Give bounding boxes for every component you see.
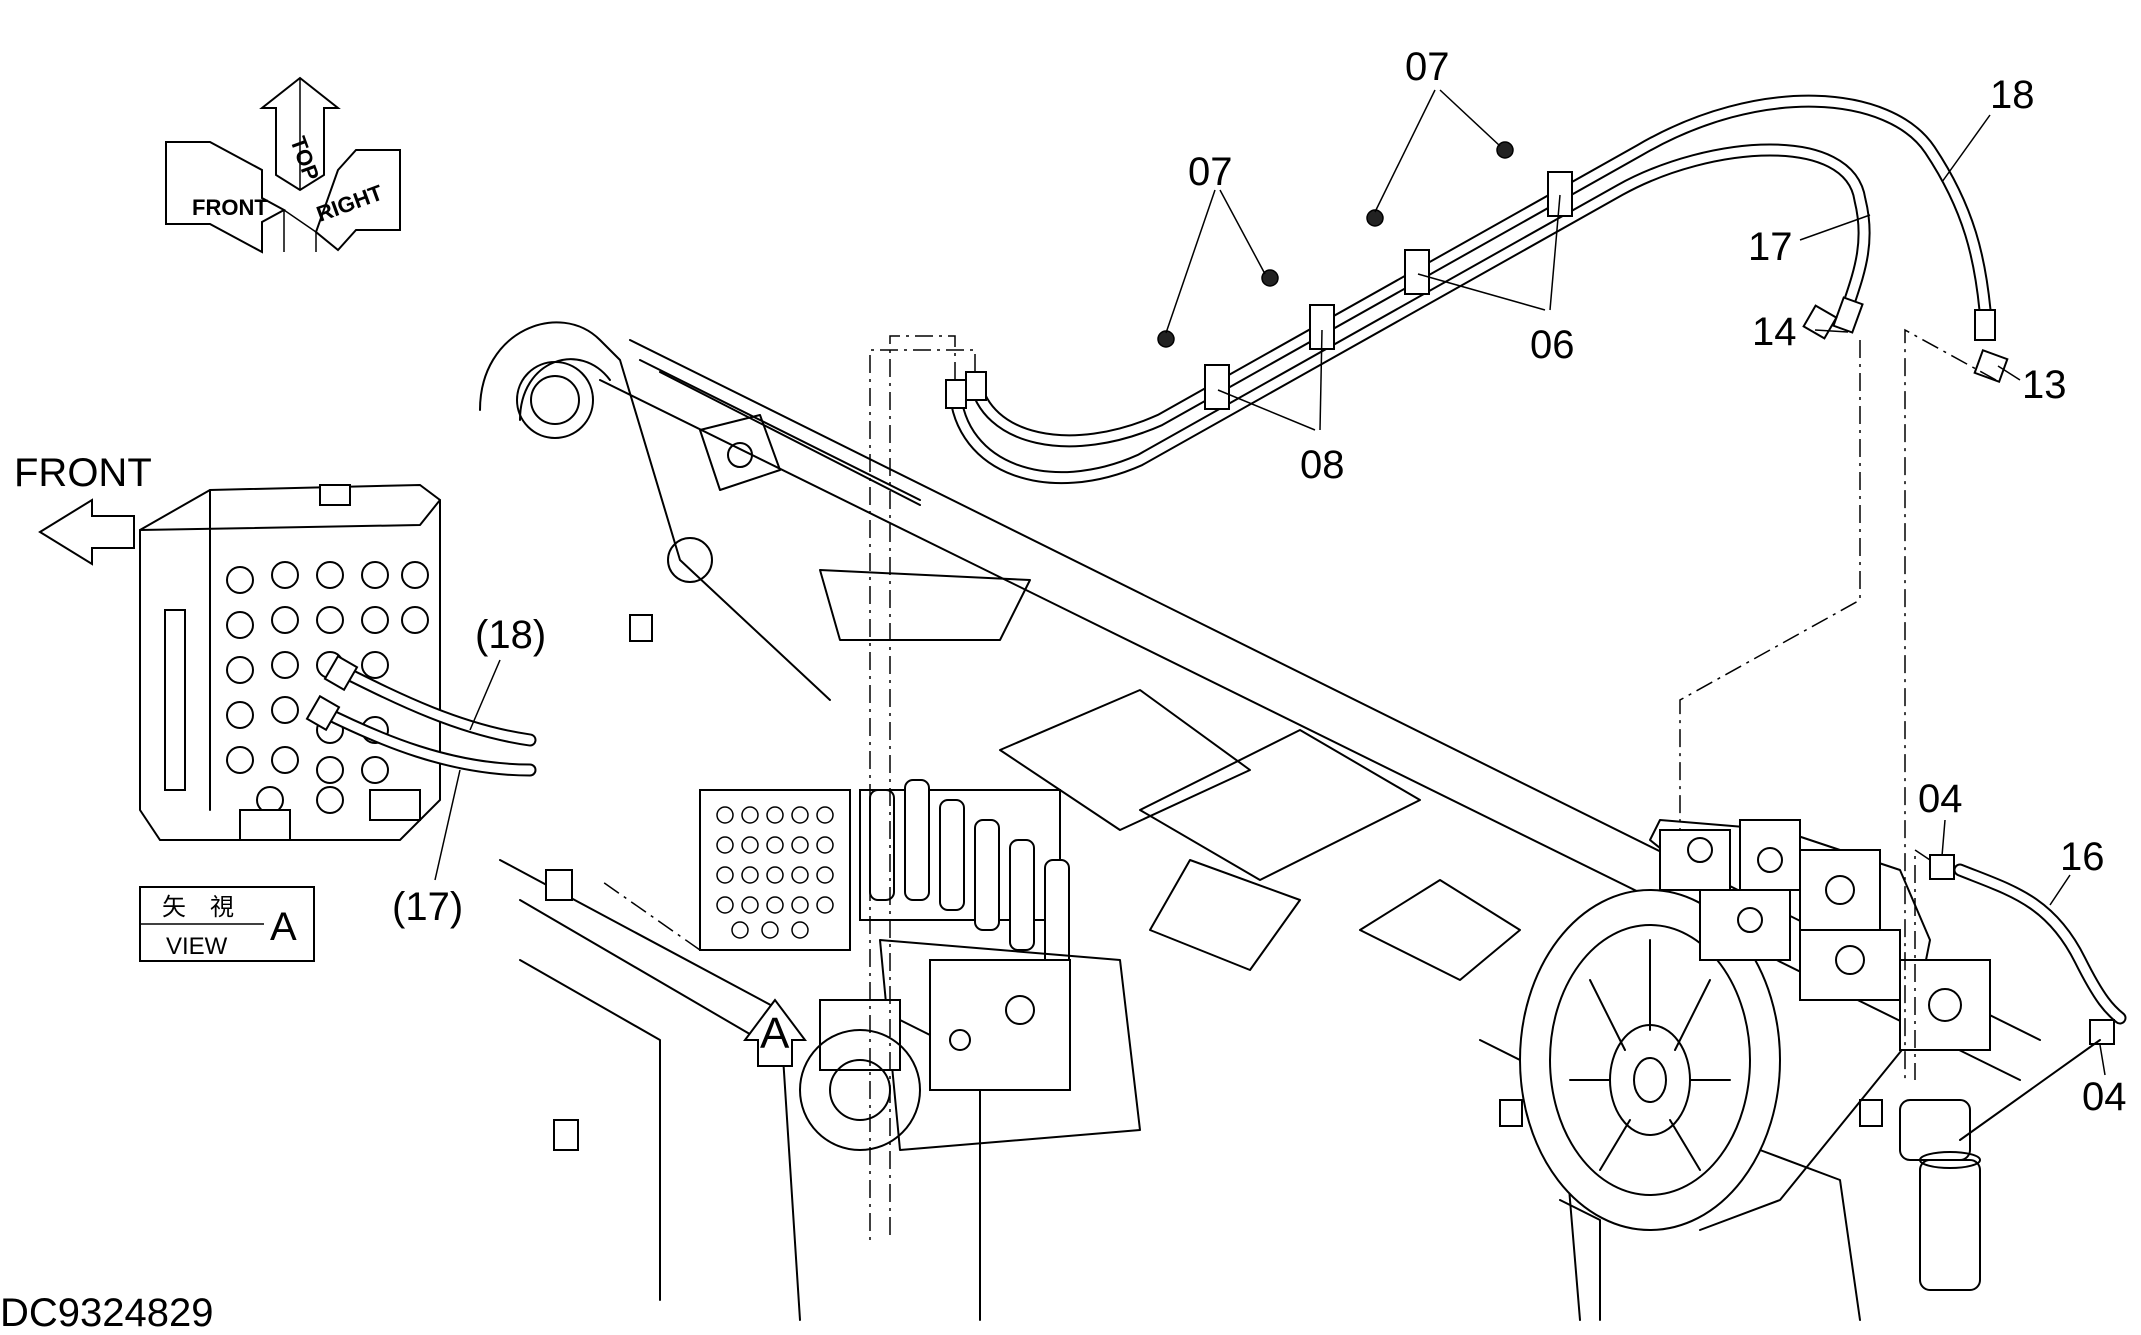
hose-18: [968, 94, 1992, 448]
view-a-marker: A: [743, 998, 807, 1067]
callout-18-detail: (18): [475, 613, 546, 657]
hose-18-detail: [333, 663, 537, 747]
control-valve: [699, 779, 1141, 1151]
callout-04-bottom: 04: [2082, 1075, 2127, 1119]
assembly-lines: [599, 328, 1997, 1240]
front-arrow-icon: [165, 141, 287, 254]
callout-16: 16: [2060, 835, 2105, 879]
hose-17: [948, 143, 1871, 485]
hose-17-detail-fitting: [305, 694, 341, 732]
callout-07-left: 07: [1188, 150, 1233, 194]
adapter-04a: [1929, 854, 1955, 880]
clamp-06a: [1404, 249, 1430, 295]
callout-07-right: 07: [1405, 45, 1450, 89]
front-direction-arrow-icon: [38, 498, 135, 566]
callout-14: 14: [1752, 310, 1797, 354]
hose-18-detail-fitting: [323, 654, 359, 692]
hose-18-fitting: [1974, 309, 1996, 341]
view-label: VIEW: [166, 933, 228, 960]
callout-13: 13: [2022, 363, 2067, 407]
bolt-07b: [1261, 269, 1279, 287]
hose-17-fitting: [1832, 296, 1864, 334]
callout-17: 17: [1748, 225, 1793, 269]
hose-16: [1953, 863, 2127, 1025]
adapter-04b: [2089, 1019, 2115, 1045]
view-letter: A: [270, 905, 297, 949]
callout-18: 18: [1990, 73, 2035, 117]
callout-06: 06: [1530, 323, 1575, 367]
leader-lines: [434, 89, 2106, 1076]
view-a-detail: [139, 483, 441, 841]
view-label-box: 矢 視 VIEW A: [139, 886, 315, 962]
hose-17-detail: [313, 703, 537, 777]
clamp-08a: [1204, 364, 1230, 410]
callout-08: 08: [1300, 443, 1345, 487]
view-kanji: 矢 視: [162, 894, 234, 921]
elbow-14: [1802, 304, 1838, 340]
callout-04-top: 04: [1918, 777, 1963, 821]
hose-17-end-fitting: [945, 379, 967, 409]
clamps: [1204, 171, 1573, 410]
orientation-front-label: FRONT: [192, 195, 268, 220]
hose-18-end-fitting: [965, 371, 987, 401]
bolt-07a: [1157, 330, 1175, 348]
elbow-13: [1973, 348, 2009, 384]
callout-17-detail: (17): [392, 885, 463, 929]
view-a-marker-letter: A: [760, 1009, 790, 1058]
bolt-07c: [1366, 209, 1384, 227]
clamp-06b: [1547, 171, 1573, 217]
bolt-07d: [1496, 141, 1514, 159]
callouts: 07 07 18 17 14 13 06 08 (18) (17) 04 16 …: [392, 45, 2127, 1119]
pump-assembly: [1519, 819, 1991, 1291]
orientation-indicator: FRONT TOP RIGHT: [165, 76, 401, 254]
drawing-id: DC9324829: [0, 1291, 214, 1335]
right-arrow-icon: [314, 149, 401, 252]
front-label: FRONT: [14, 451, 152, 495]
